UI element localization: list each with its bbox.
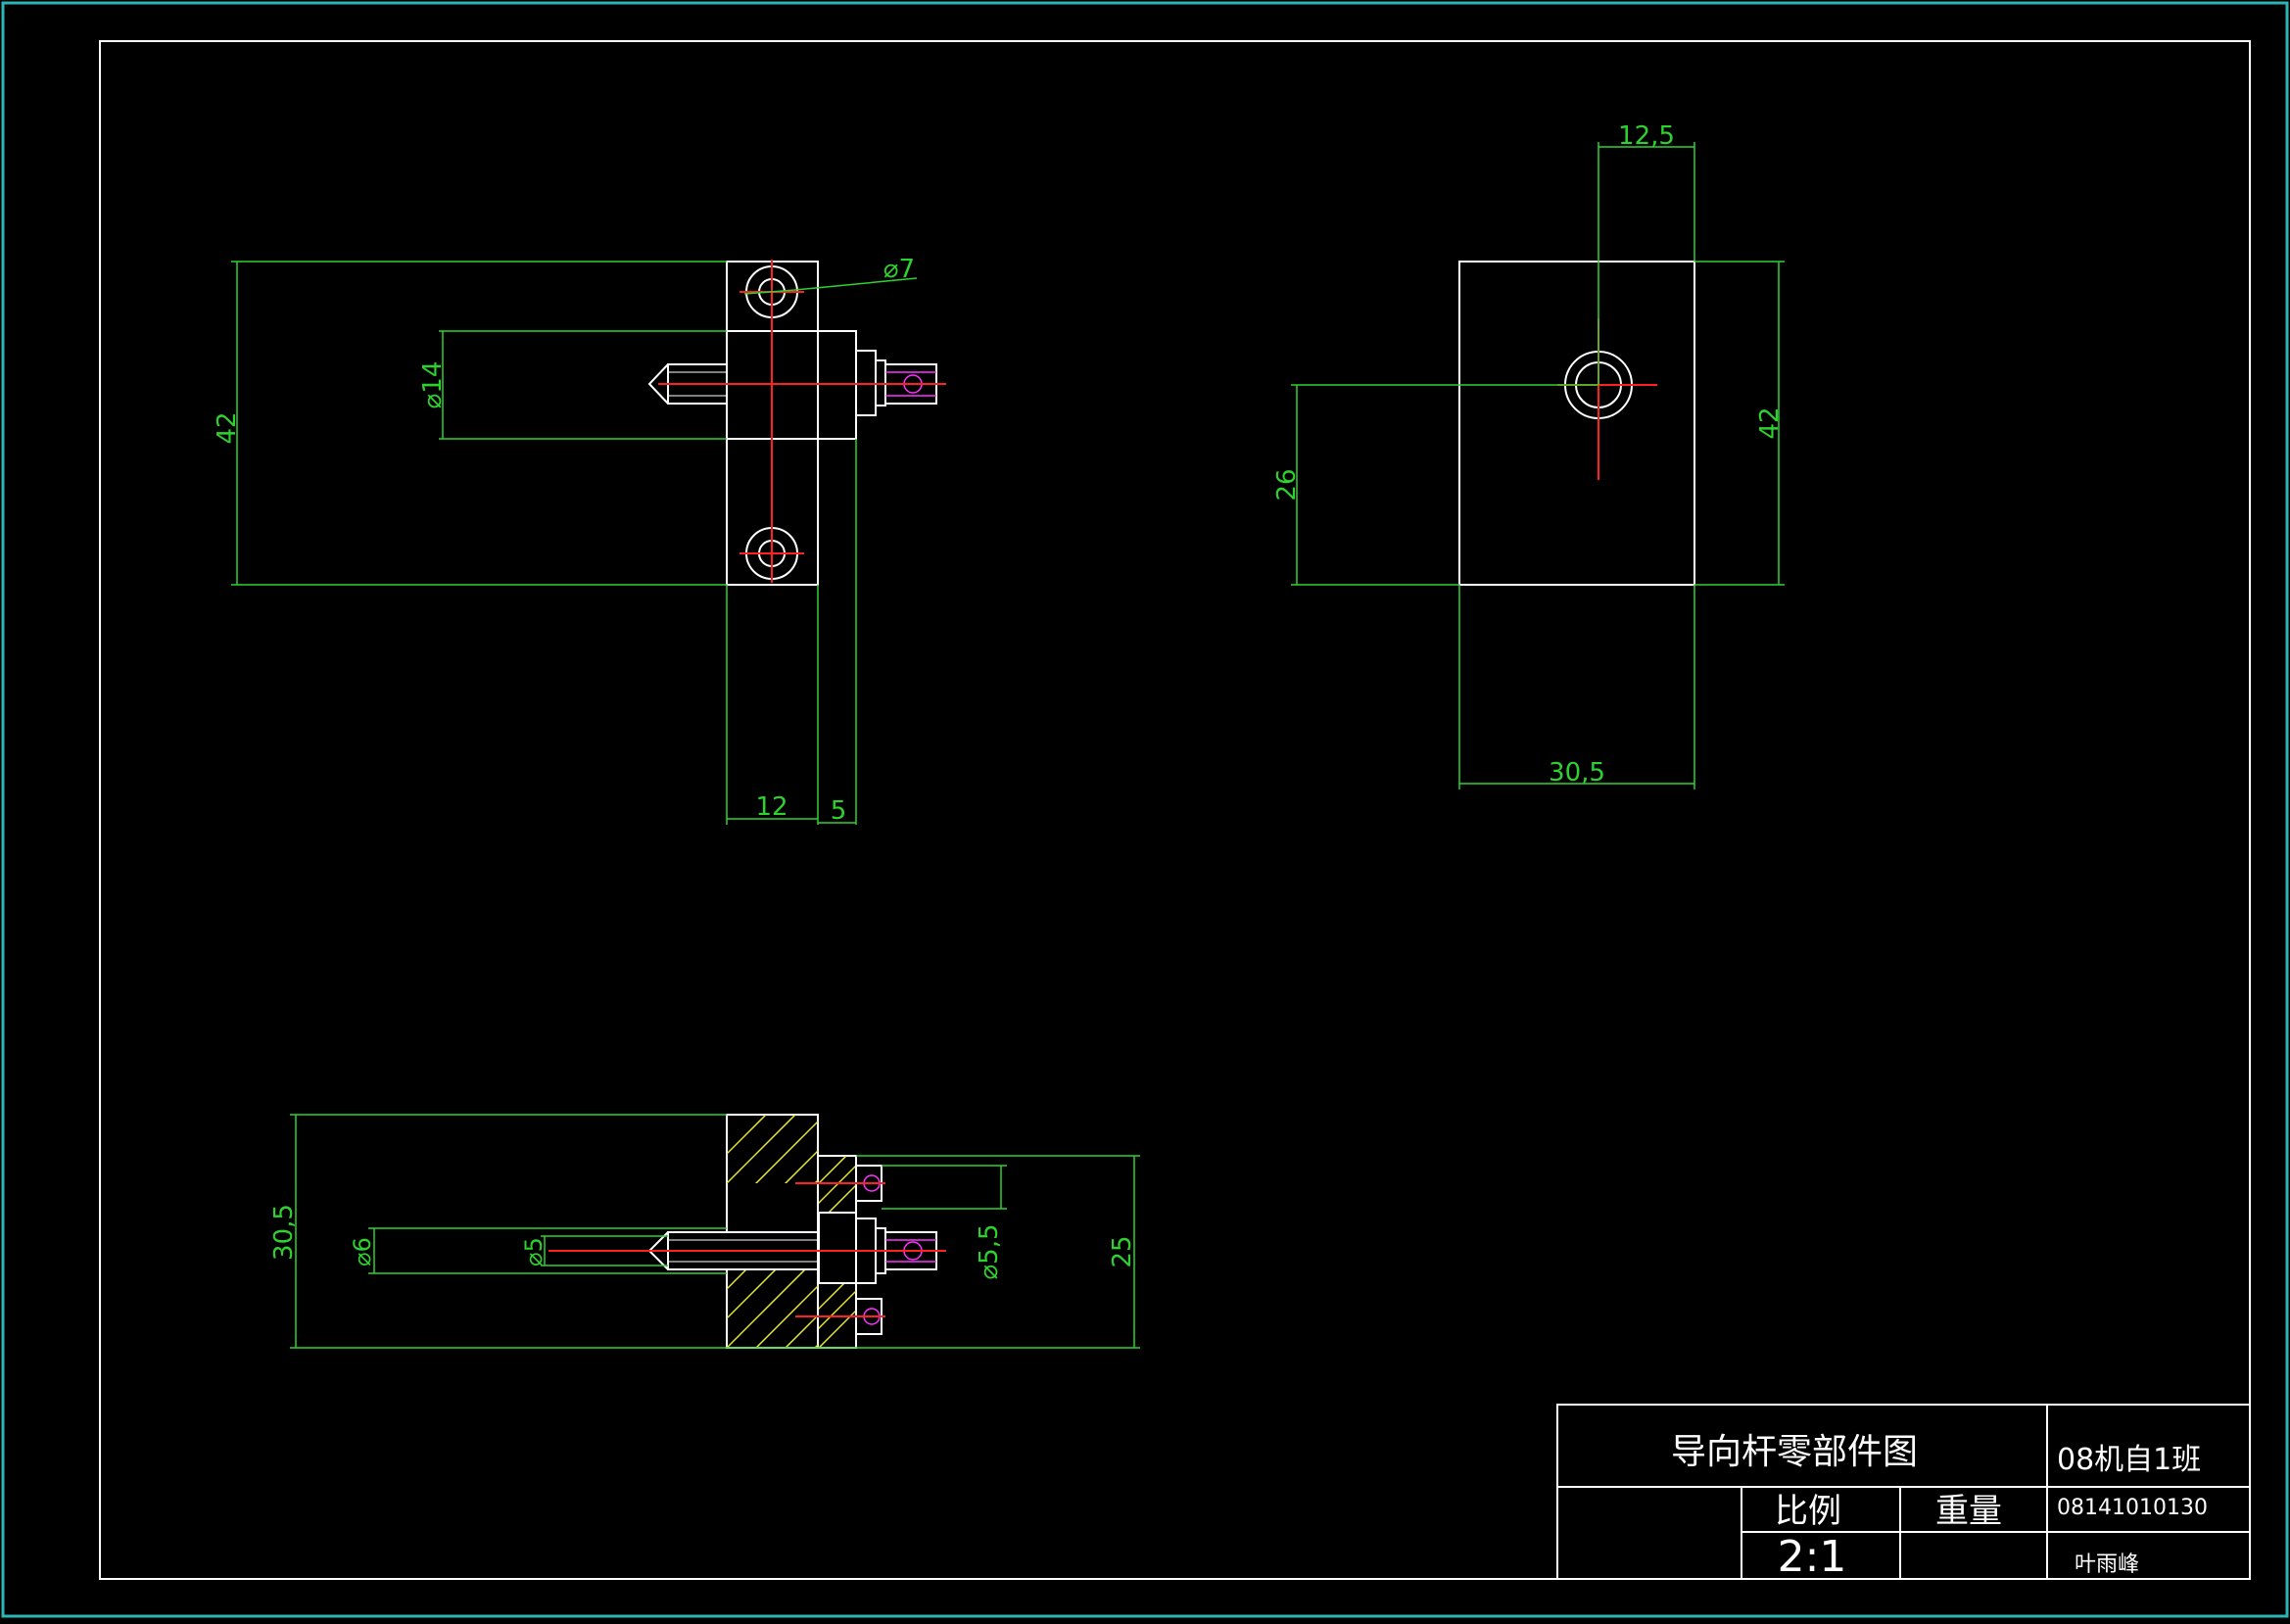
section-view xyxy=(549,1114,946,1349)
side-dimensions xyxy=(1291,142,1785,789)
title-block-class: 08机自1班 xyxy=(2057,1443,2201,1477)
dim-section-height: 30,5 xyxy=(269,1204,299,1261)
title-block-scale-label: 比例 xyxy=(1775,1492,1841,1531)
title-block-student-id: 08141010130 xyxy=(2057,1496,2208,1520)
dim-side-right: 42 xyxy=(1755,406,1785,439)
title-block-scale-value: 2:1 xyxy=(1778,1532,1847,1582)
side-plate xyxy=(1458,261,1695,586)
dim-side-bottom: 30,5 xyxy=(1549,758,1605,788)
dim-section-dia55: ⌀5,5 xyxy=(975,1223,1004,1279)
dim-front-dia-hole: ⌀7 xyxy=(883,255,915,284)
front-view xyxy=(647,260,946,586)
dim-section-dia5: ⌀5 xyxy=(520,1237,548,1266)
dim-front-height: 42 xyxy=(213,411,242,444)
side-view xyxy=(1458,261,1695,586)
dim-front-width-plate: 5 xyxy=(831,796,847,826)
dim-section-right: 25 xyxy=(1108,1235,1137,1267)
dim-front-width-block: 12 xyxy=(755,792,787,822)
title-block-weight-label: 重量 xyxy=(1935,1492,2002,1531)
front-rod-tip xyxy=(647,363,669,405)
front-dimensions xyxy=(231,261,918,825)
dim-section-dia6: ⌀6 xyxy=(349,1237,376,1266)
drawing-frame xyxy=(99,40,2251,1580)
title-block xyxy=(1556,1404,2251,1580)
dim-side-top: 12,5 xyxy=(1618,121,1675,151)
dim-front-dia-rod: ⌀14 xyxy=(418,361,448,409)
dim-side-left: 26 xyxy=(1272,468,1302,501)
section-dimensions xyxy=(290,1114,1140,1349)
title-block-author: 叶雨峰 xyxy=(2075,1552,2139,1577)
title-block-title: 导向杆零部件图 xyxy=(1671,1432,1918,1472)
